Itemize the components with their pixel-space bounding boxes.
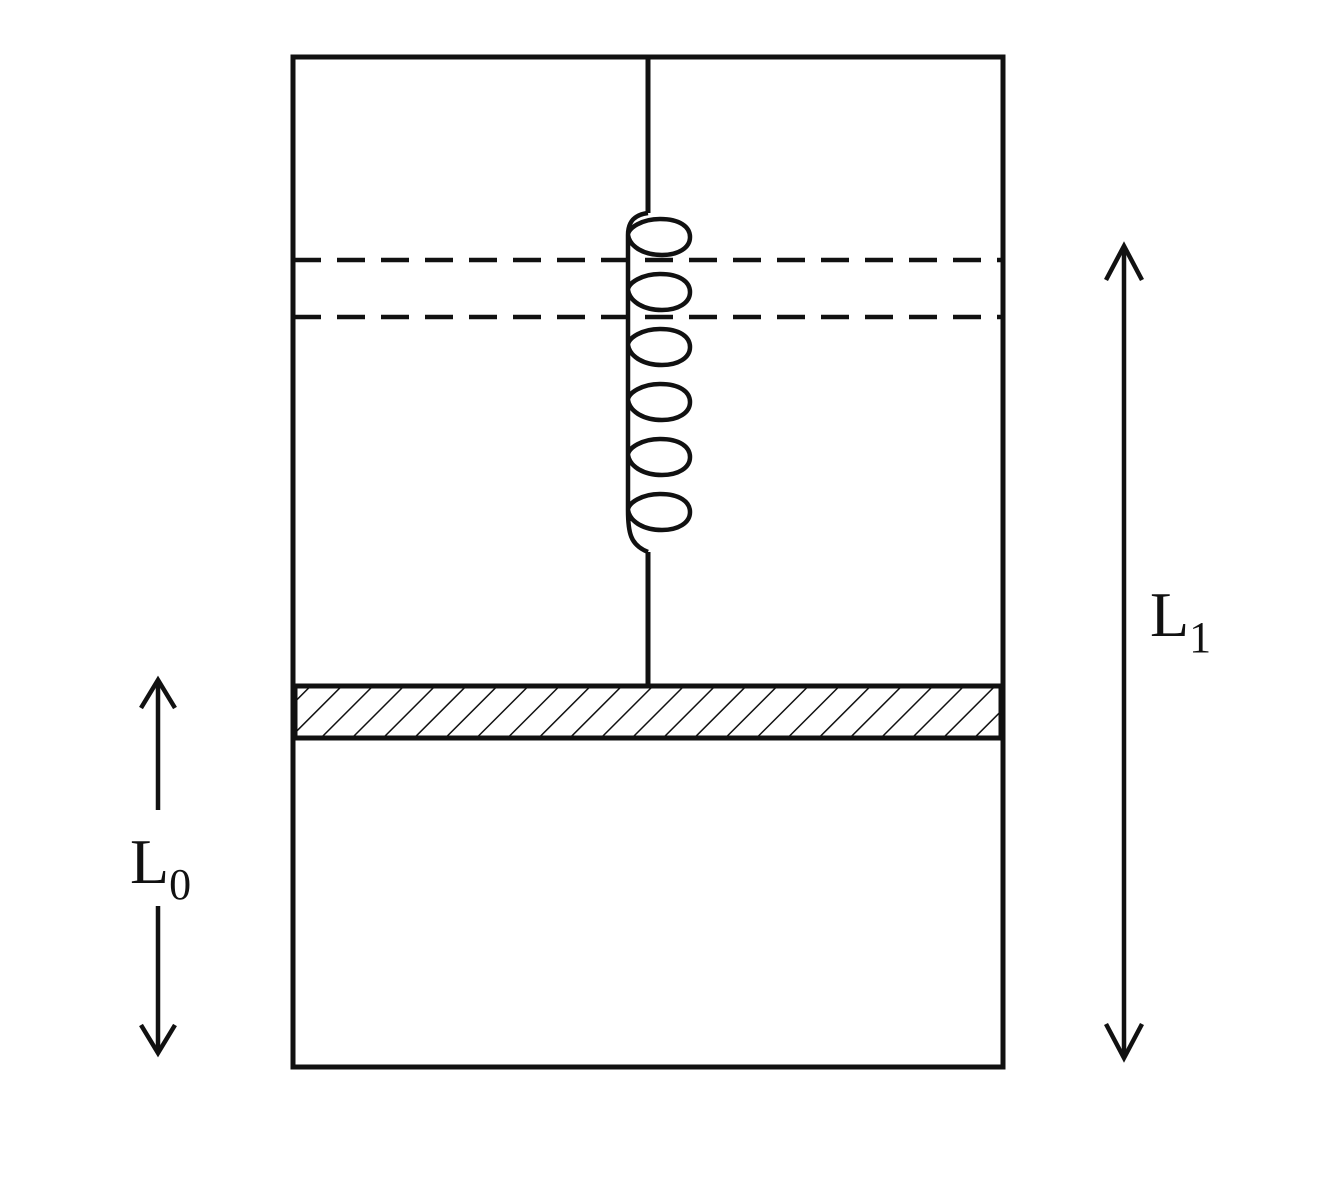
spring-coil (625, 210, 693, 555)
piston (292, 683, 1004, 741)
l1-label-main: L (1150, 579, 1189, 650)
l1-label: L1 (1150, 579, 1211, 662)
l1-dimension (1104, 241, 1144, 1063)
l0-label: L0 (130, 826, 191, 909)
l0-label-main: L (130, 826, 169, 897)
l1-label-subscript: 1 (1189, 613, 1211, 662)
l0-dimension (139, 675, 177, 1058)
l0-label-subscript: 0 (169, 860, 191, 909)
